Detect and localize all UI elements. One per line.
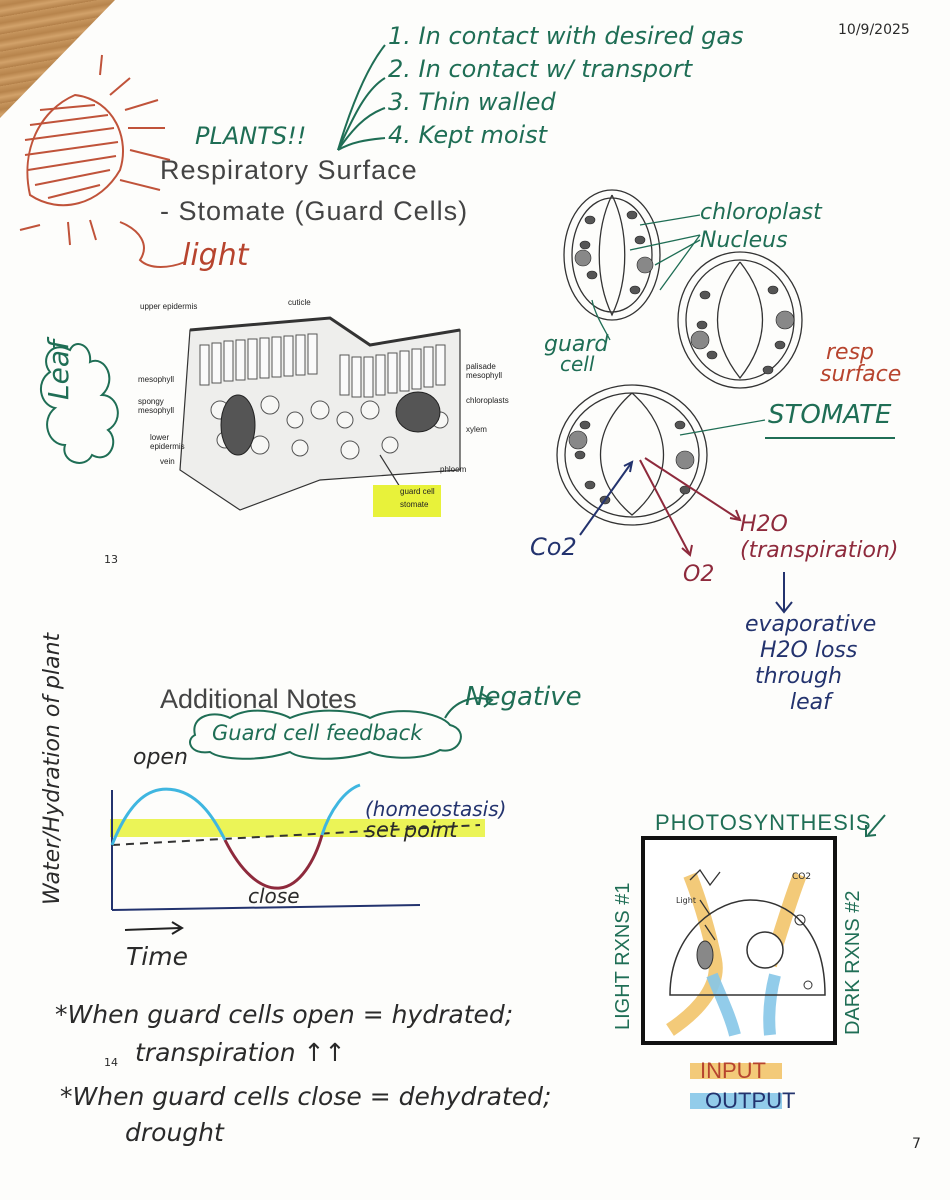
page-number-13: 13 <box>104 553 118 566</box>
negative-label: Negative <box>465 682 582 712</box>
requirement-4: 4. Kept moist <box>388 121 548 149</box>
evaporative-line2: H2O loss <box>760 638 858 663</box>
bullet-close-line2: drought <box>125 1118 224 1147</box>
leaf-label-stomate: stomate <box>400 500 429 509</box>
leaf-label-lower-epidermis: lower epidermis <box>150 433 185 451</box>
graph-close-label: close <box>248 884 300 908</box>
leaf-label-vein: vein <box>160 457 175 466</box>
resp-surface-label-2: surface <box>820 362 902 387</box>
stomate-label: STOMATE <box>768 400 892 430</box>
leaf-label-phloem: phloem <box>440 465 467 474</box>
leaf-label-cuticle: cuticle <box>288 298 311 307</box>
leaf-label-mesophyll: mesophyll <box>138 375 175 384</box>
leaf-label-spongy: spongy mesophyll <box>138 397 175 415</box>
leaf-label-upper-epidermis: upper epidermis <box>140 302 198 311</box>
light-label: light <box>182 238 249 273</box>
graph-time-label: Time <box>126 942 188 971</box>
nucleus-label: Nucleus <box>700 228 788 253</box>
leaf-label-chloroplasts: chloroplasts <box>466 396 509 405</box>
co2-label: Co2 <box>530 533 577 561</box>
evaporative-line4: leaf <box>790 690 831 715</box>
requirement-2: 2. In contact w/ transport <box>388 55 693 83</box>
o2-label: O2 <box>683 562 715 587</box>
evaporative-line3: through <box>755 664 842 689</box>
output-legend-label: OUTPUT <box>705 1088 796 1113</box>
photo-light-tag: Light <box>676 896 696 905</box>
bullet-open-line1: *When guard cells open = hydrated; <box>55 1000 514 1029</box>
leaf-label-guard-cell: guard cell <box>400 487 435 496</box>
bullet-close-line1: *When guard cells close = dehydrated; <box>60 1082 552 1111</box>
chloroplast-label: chloroplast <box>700 200 822 225</box>
set-point-label: set point <box>365 818 458 842</box>
page-number-14: 14 <box>104 1056 118 1069</box>
requirement-3: 3. Thin walled <box>388 88 556 116</box>
light-rxns-label: LIGHT RXNS #1 <box>612 882 634 1030</box>
resp-surface-label-1: resp <box>826 340 875 365</box>
page-number-7: 7 <box>912 1136 921 1152</box>
guard-cell-label-1: guard <box>544 332 609 357</box>
leaf-label-xylem: xylem <box>466 425 487 434</box>
graph-open-label: open <box>133 745 188 770</box>
homeostasis-label: (homeostasis) <box>365 797 507 821</box>
plants-label: PLANTS!! <box>195 122 307 150</box>
dark-rxns-label: DARK RXNS #2 <box>842 890 864 1036</box>
input-legend-label: INPUT <box>700 1058 766 1083</box>
h2o-transpiration-label: H2O (transpiration) <box>740 512 899 563</box>
evaporative-line1: evaporative <box>745 612 877 637</box>
bullet-open-line2: transpiration ↑↑ <box>135 1038 346 1067</box>
leaf-label-palisade: palisade mesophyll <box>466 362 503 380</box>
resp-surface-title: Respiratory Surface <box>160 155 418 185</box>
requirement-1: 1. In contact with desired gas <box>388 22 744 50</box>
resp-surface-subtitle: - Stomate (Guard Cells) <box>160 196 469 226</box>
feedback-bubble-label: Guard cell feedback <box>212 721 423 745</box>
additional-notes-title: Additional Notes <box>160 684 357 714</box>
page-date: 10/9/2025 <box>838 22 910 38</box>
photosynthesis-title: PHOTOSYNTHESIS <box>655 810 872 835</box>
photo-co2-tag: CO2 <box>792 872 812 882</box>
guard-cell-label-2: cell <box>560 352 595 376</box>
